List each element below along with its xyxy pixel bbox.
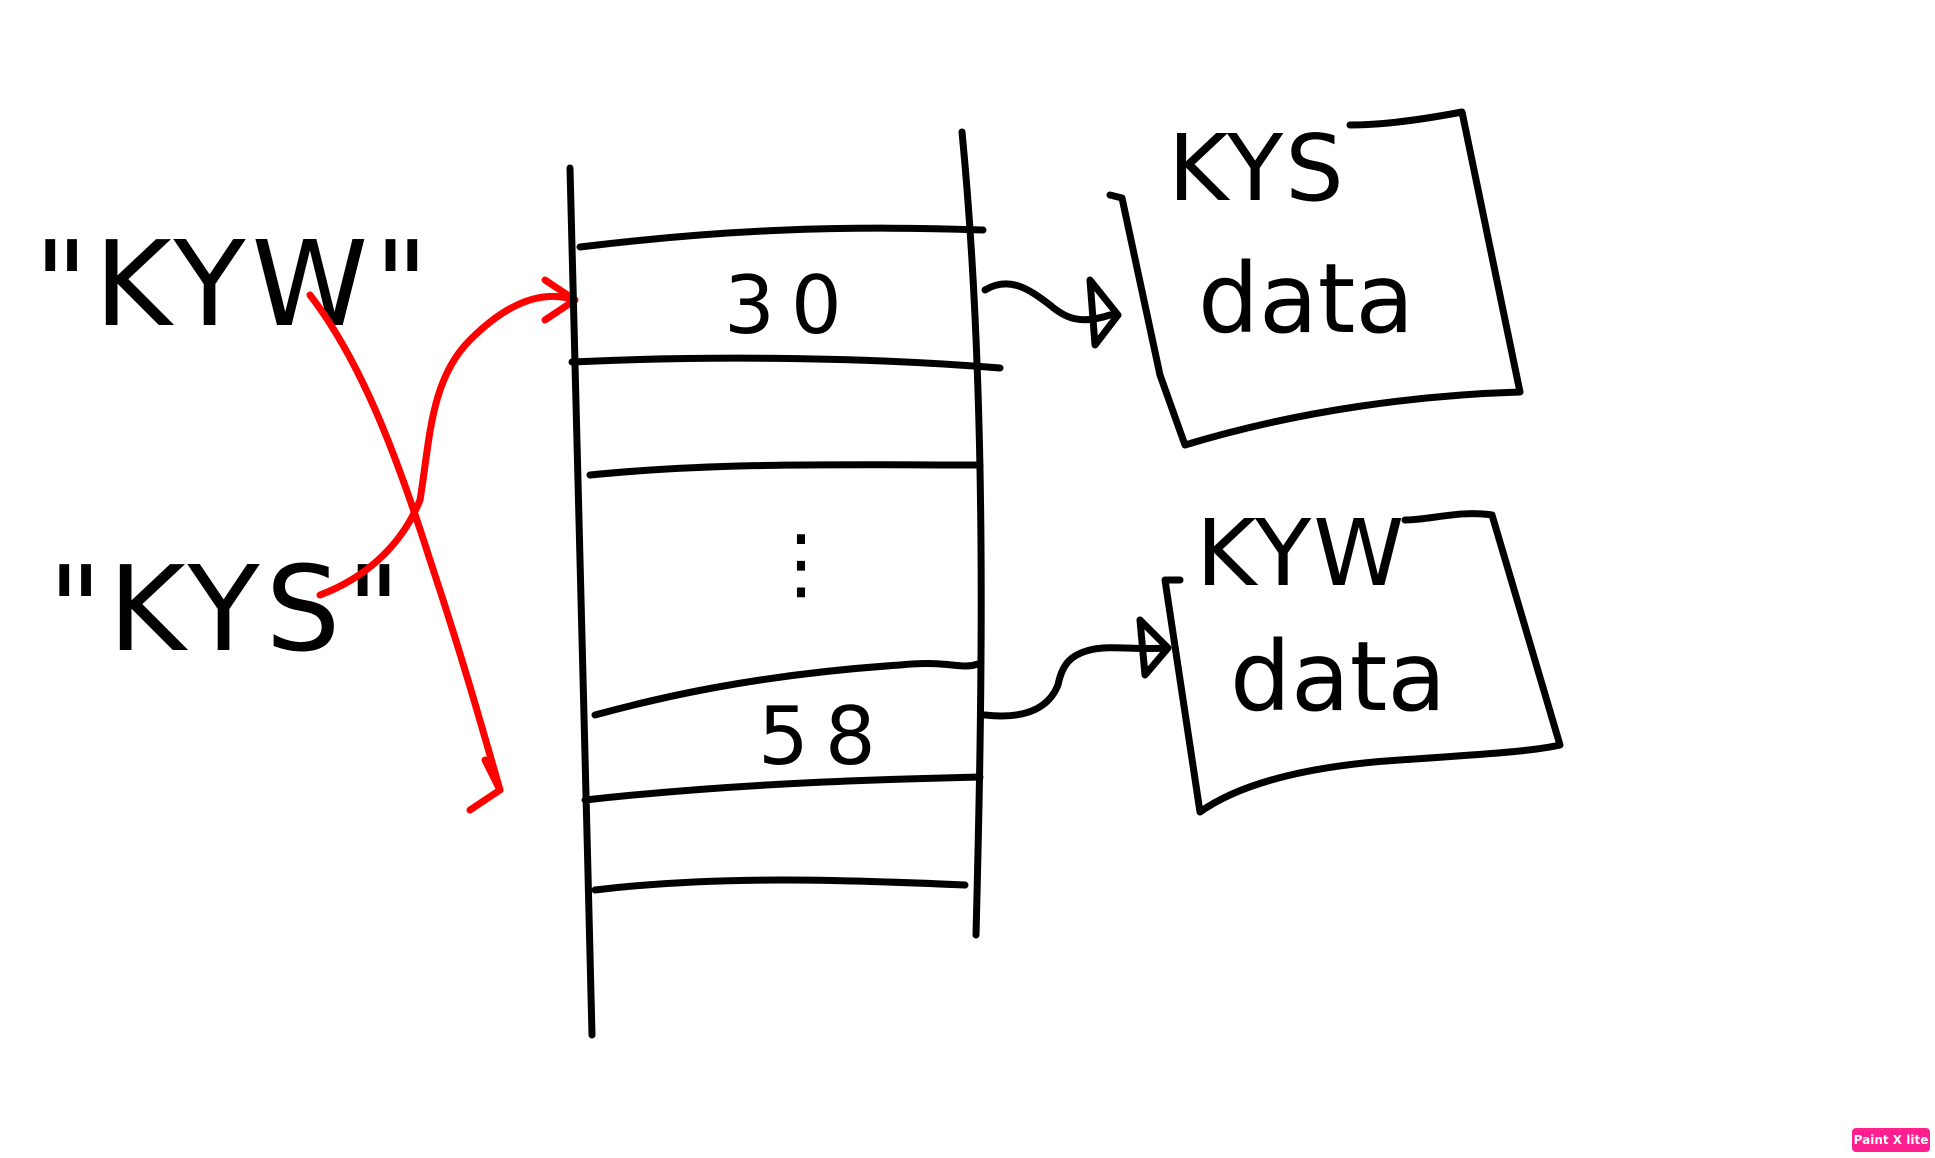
paint-x-lite-watermark: Paint X lite: [1852, 1128, 1930, 1152]
row-line-6: [591, 876, 969, 894]
row-line-2: [568, 354, 1004, 372]
slot-ellipsis: ⋮: [762, 519, 840, 609]
hash-arrow-kyw-head: [466, 756, 504, 814]
record-box-kys: [1106, 108, 1524, 449]
hash-arrow-kys: [316, 292, 579, 599]
row-line-5: [581, 773, 984, 804]
pointer-slot-top: [981, 280, 1114, 324]
row-line-3: [586, 461, 984, 479]
key-label-kys: "KYS": [48, 540, 407, 678]
slot-value-top: 30: [724, 259, 858, 352]
pointer-slot-bottom: [981, 644, 1169, 720]
record-box-kyw: [1161, 510, 1564, 816]
row-line-1: [576, 224, 987, 251]
table-right-edge: [958, 128, 985, 939]
table-left-edge: [566, 164, 596, 1039]
pointer-slot-top-head: [1086, 276, 1122, 349]
hash-arrow-kyw: [306, 291, 504, 794]
row-line-4: [591, 660, 982, 719]
record-title-kys: KYS: [1168, 115, 1346, 222]
record-title-kyw: KYW: [1196, 500, 1406, 607]
slot-value-bottom: 58: [758, 690, 892, 783]
pointer-slot-bottom-head: [1136, 616, 1172, 679]
key-label-kyw: "KYW": [34, 215, 434, 353]
record-body-kyw: data: [1230, 621, 1446, 733]
record-body-kys: data: [1198, 243, 1414, 355]
